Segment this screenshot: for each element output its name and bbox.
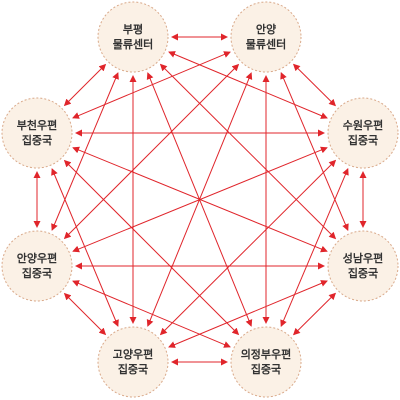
node-circle: [327, 97, 399, 169]
node-label-line1: 부천우편: [17, 118, 57, 132]
node-label-line1: 의정부우편: [241, 347, 292, 361]
node-label-line2: 물류센터: [113, 37, 153, 51]
node-circle: [230, 1, 302, 73]
node-label-line2: 물류센터: [246, 37, 286, 51]
node-circle: [1, 97, 73, 169]
node-circle: [97, 1, 169, 73]
node-circle: [327, 230, 399, 302]
node-label-line2: 집중국: [22, 133, 52, 147]
node-label-line2: 집중국: [348, 266, 378, 280]
connection-arrow: [63, 63, 240, 240]
node-label-line2: 집중국: [348, 133, 378, 147]
node-uijeongbu-mail-center: 의정부우편 집중국: [230, 326, 302, 398]
node-label-line2: 집중국: [22, 266, 52, 280]
node-goyang-mail-center: 고양우편 집중국: [97, 326, 169, 398]
connection-arrows: [33, 33, 367, 366]
connection-arrow: [63, 63, 107, 107]
node-label-line1: 안양: [256, 22, 276, 36]
node-label-line1: 안양우편: [17, 251, 57, 265]
connection-arrow: [72, 51, 231, 119]
node-circle: [1, 230, 73, 302]
node-suwon-mail-center: 수원우편 집중국: [327, 97, 399, 169]
node-label-line1: 부평: [123, 22, 143, 36]
connection-arrow: [292, 63, 337, 107]
node-circle: [97, 326, 169, 398]
node-anyang-mail-center: 안양우편 집중국: [1, 230, 73, 302]
node-label-line2: 집중국: [118, 362, 148, 376]
connection-arrow: [159, 159, 337, 336]
connection-arrow: [51, 168, 119, 327]
node-label-line1: 성남우편: [343, 251, 383, 265]
node-seongnam-mail-center: 성남우편 집중국: [327, 230, 399, 302]
connection-arrow: [63, 292, 107, 336]
node-circle: [230, 326, 302, 398]
node-label-line1: 수원우편: [343, 118, 383, 132]
node-anyang-logistics-center: 안양 물류센터: [230, 1, 302, 73]
node-bupyeong-logistics-center: 부평 물류센터: [97, 1, 169, 73]
connection-arrow: [159, 63, 337, 240]
node-label-line1: 고양우편: [113, 347, 153, 361]
connection-arrow: [292, 292, 337, 336]
node-bucheon-mail-center: 부천우편 집중국: [1, 97, 73, 169]
node-label-line2: 집중국: [251, 362, 281, 376]
connection-arrow: [63, 159, 240, 336]
